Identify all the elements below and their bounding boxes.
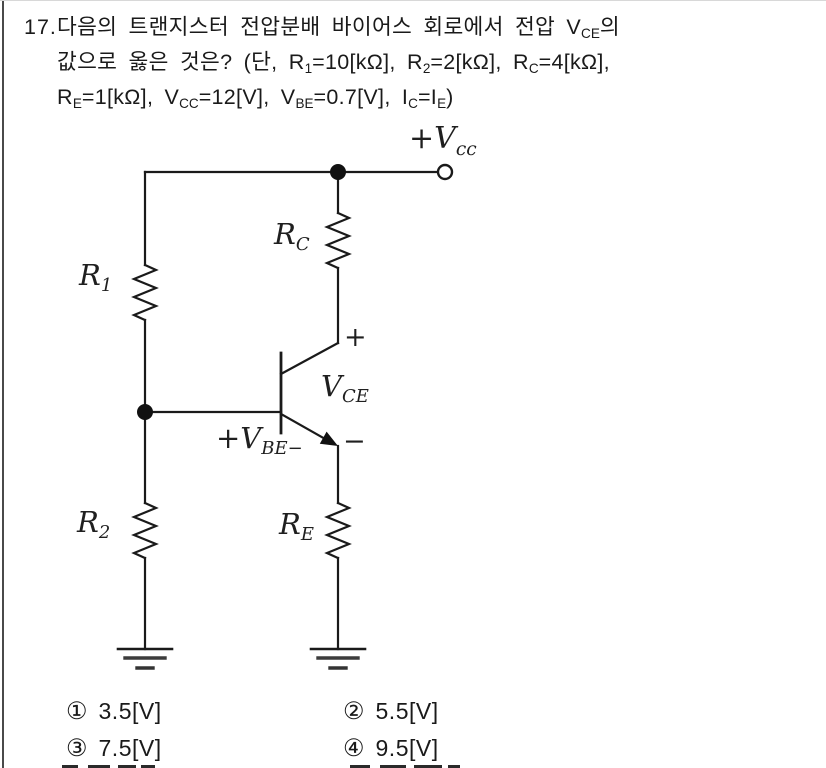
label-collector-plus: +	[344, 322, 367, 353]
junction-dot-vcc	[330, 164, 346, 180]
option-3: ③ 7.5[V]	[66, 735, 162, 762]
option-2-label: 5.5[V]	[375, 698, 439, 724]
question-block: 17. 다음의 트랜지스터 전압분배 바이어스 회로에서 전압 VCE의 값으로…	[24, 11, 620, 116]
cutoff-text-artifact	[88, 765, 110, 768]
question-line-3: RE=1[kΩ], VCC=12[V], VBE=0.7[V], IC=IE)	[57, 85, 454, 111]
cutoff-text-artifact	[118, 765, 136, 768]
option-1-number: ①	[66, 698, 88, 725]
option-3-number: ③	[66, 735, 88, 762]
resistor-r1	[131, 263, 159, 322]
page-top-edge	[0, 0, 826, 1]
resistor-rc	[324, 211, 352, 270]
label-vce: VCE	[321, 369, 369, 408]
page-left-border	[2, 0, 4, 768]
vcc-terminal	[436, 163, 454, 181]
option-1-label: 3.5[V]	[98, 698, 162, 724]
option-2-number: ②	[343, 698, 365, 725]
question-text: 다음의 트랜지스터 전압분배 바이어스 회로에서 전압 VCE의 값으로 옳은 …	[57, 11, 620, 116]
option-2: ② 5.5[V]	[343, 698, 439, 725]
option-4-number: ④	[343, 735, 365, 762]
resistor-r2	[131, 501, 159, 560]
junction-dot-base	[137, 404, 153, 420]
ground-right	[309, 647, 367, 670]
label-re: RE	[279, 507, 314, 546]
label-r1: R1	[79, 258, 113, 297]
cutoff-text-artifact	[350, 765, 370, 768]
resistor-re	[324, 501, 352, 560]
option-4-label: 9.5[V]	[375, 735, 439, 761]
cutoff-text-artifact	[448, 765, 460, 768]
label-emitter-minus: −	[343, 426, 366, 457]
cutoff-text-artifact	[62, 765, 78, 768]
option-1: ① 3.5[V]	[66, 698, 162, 725]
cutoff-text-artifact	[141, 765, 155, 768]
cutoff-text-artifact	[380, 765, 406, 768]
question-number: 17.	[24, 15, 57, 39]
emitter-arrow-icon	[319, 431, 338, 446]
cutoff-text-artifact	[414, 765, 442, 768]
label-vbe: +VBE−	[216, 421, 303, 460]
label-vcc: +Vcc	[409, 121, 477, 160]
label-rc: RC	[274, 217, 310, 256]
label-r2: R2	[77, 505, 111, 544]
question-line-1: 다음의 트랜지스터 전압분배 바이어스 회로에서 전압 VCE의	[57, 15, 620, 41]
question-line-2: 값으로 옳은 것은? (단, R1=10[kΩ], R2=2[kΩ], RC=4…	[57, 50, 610, 76]
option-3-label: 7.5[V]	[98, 735, 162, 761]
ground-left	[116, 647, 174, 670]
option-4: ④ 9.5[V]	[343, 735, 439, 762]
